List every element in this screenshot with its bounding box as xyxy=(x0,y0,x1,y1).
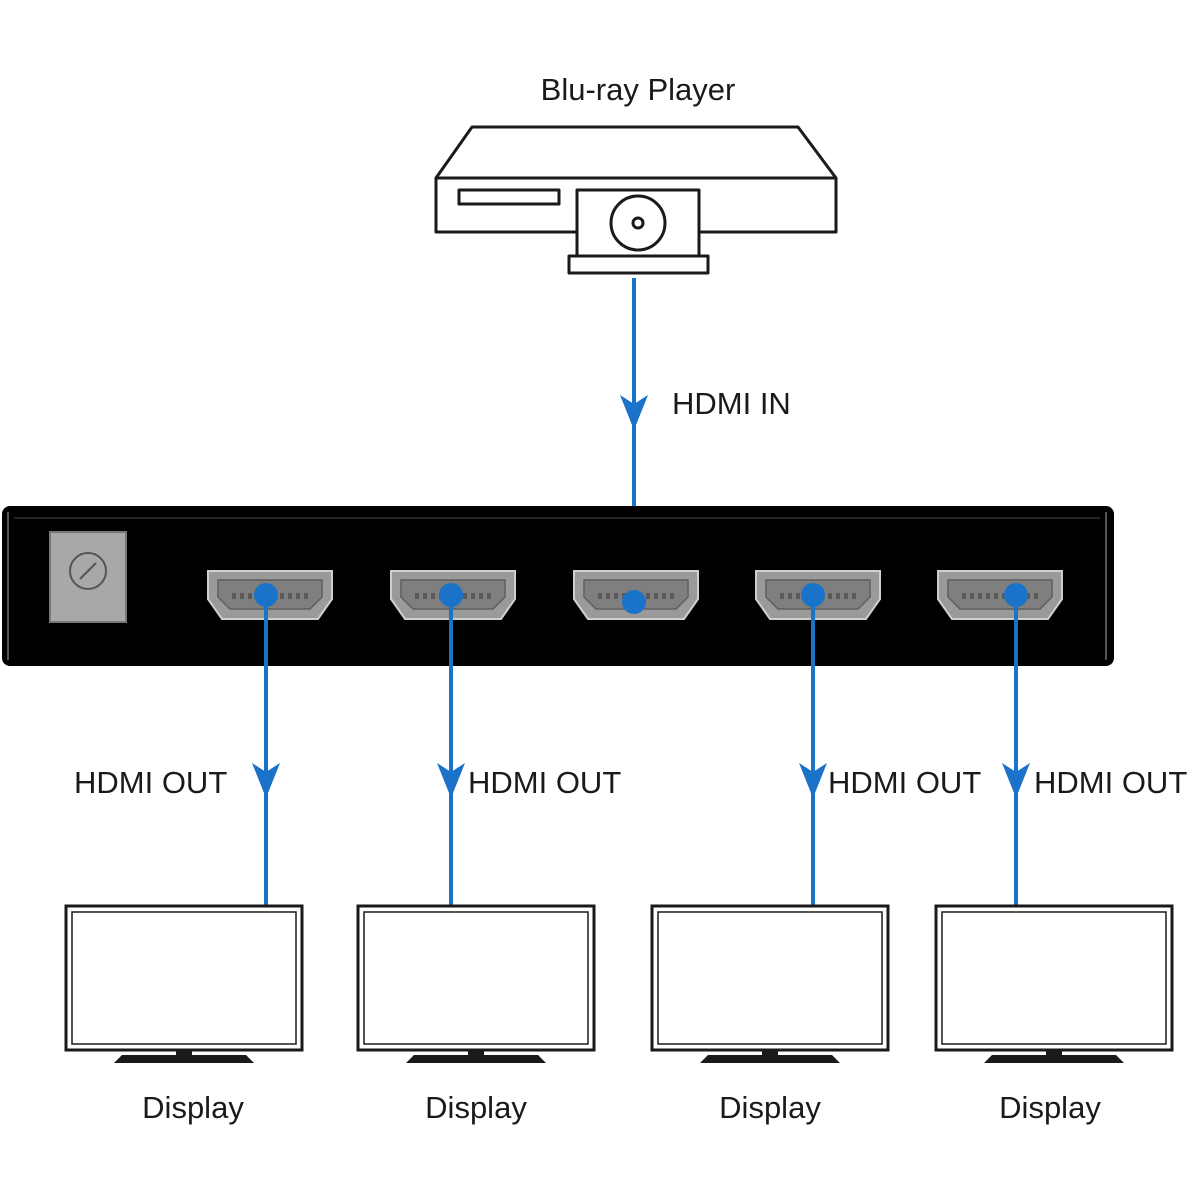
hdmi-out-label-3: HDMI OUT xyxy=(828,765,981,800)
hdmi-out-arrow-icon xyxy=(437,763,465,798)
display-icon xyxy=(356,904,596,1063)
hdmi-in-arrow-icon xyxy=(620,395,648,430)
hdmi-in-plug xyxy=(622,590,646,614)
display-icon xyxy=(934,904,1174,1063)
source-label: Blu-ray Player xyxy=(541,72,736,107)
hdmi-out-arrow-icon xyxy=(1002,763,1030,798)
display-label-2: Display xyxy=(425,1090,527,1125)
hdmi-out-label-4: HDMI OUT xyxy=(1034,765,1187,800)
hdmi-out-label-1: HDMI OUT xyxy=(74,765,227,800)
display-label-3: Display xyxy=(719,1090,821,1125)
hdmi-splitter-icon xyxy=(2,506,1114,666)
blu-ray-player-icon xyxy=(434,125,838,275)
display-icon xyxy=(64,904,304,1063)
hdmi-out-arrow-icon xyxy=(252,763,280,798)
hdmi-port-icon xyxy=(937,570,1063,620)
display-label-4: Display xyxy=(999,1090,1101,1125)
power-jack-icon xyxy=(49,531,127,623)
display-icon xyxy=(650,904,890,1063)
hdmi-out-arrow-icon xyxy=(799,763,827,798)
display-label-1: Display xyxy=(142,1090,244,1125)
hdmi-out-label-2: HDMI OUT xyxy=(468,765,621,800)
hdmi-in-label: HDMI IN xyxy=(672,386,791,421)
